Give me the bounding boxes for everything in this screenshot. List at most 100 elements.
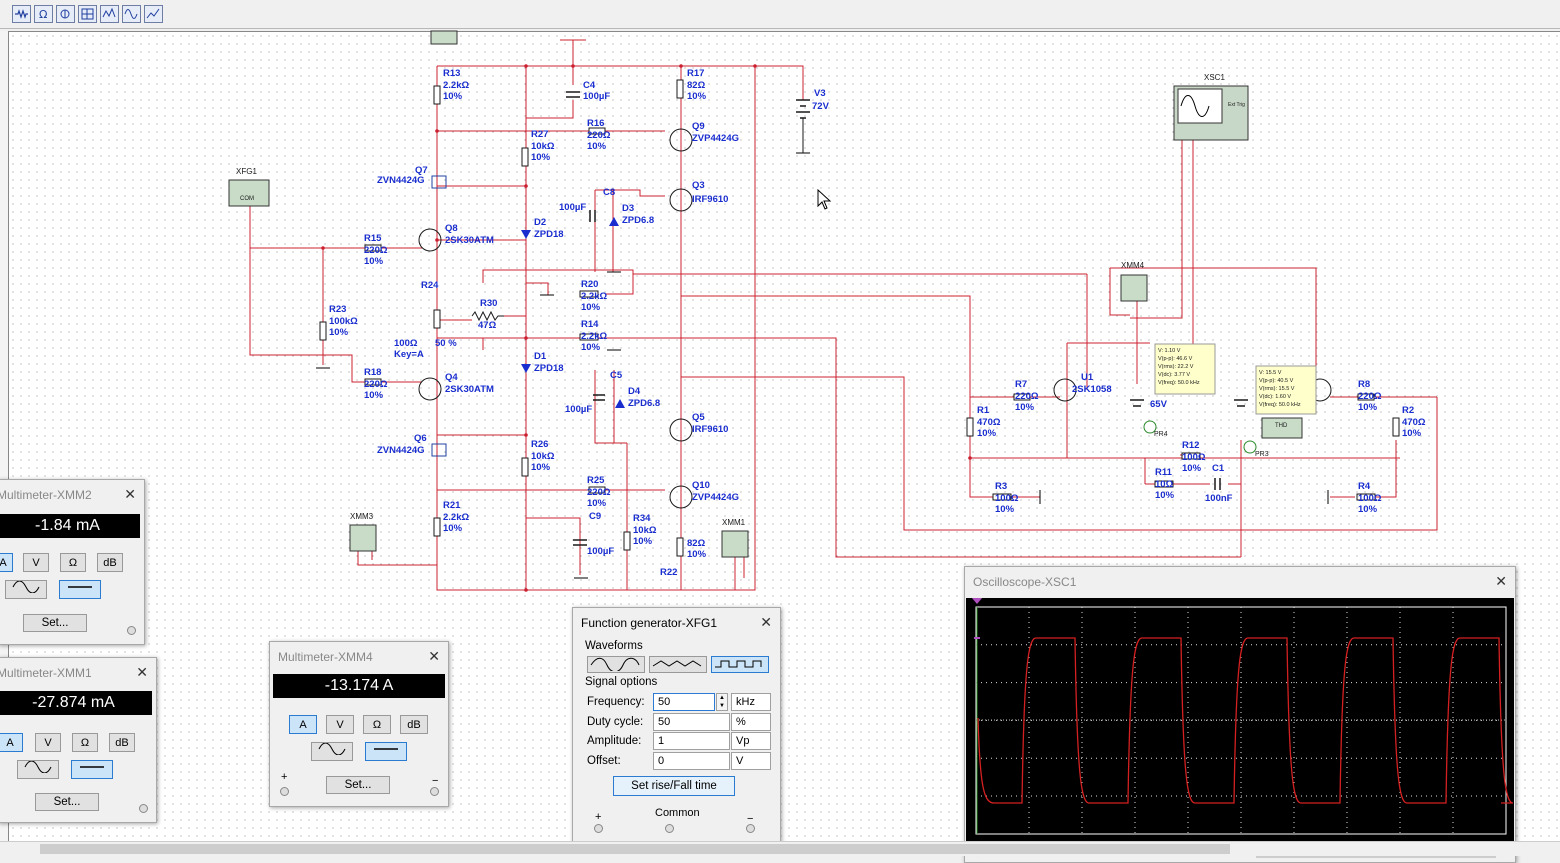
close-icon[interactable]: ✕ [136, 664, 148, 680]
window-title: Multimeter-XMM2 [0, 488, 92, 502]
ac-mode-button[interactable] [5, 580, 47, 599]
common-terminal[interactable] [665, 824, 674, 833]
mode-db-button[interactable]: dB [97, 553, 123, 572]
ac-sine-icon [12, 580, 40, 594]
dc-mode-button[interactable] [71, 760, 113, 779]
frequency-label: Frequency: [587, 696, 645, 708]
svg-text:V(dc): 3.77 V: V(dc): 3.77 V [1158, 372, 1190, 378]
set-button[interactable]: Set... [326, 776, 390, 794]
waveforms-label: Waveforms [585, 640, 643, 652]
duty-cycle-input[interactable]: 50 [653, 713, 730, 731]
offset-unit-select[interactable]: V [731, 752, 771, 770]
ac-sine-icon [318, 742, 346, 756]
component-id-r7: R7 [1015, 379, 1027, 390]
component-value-d4: ZPD6.8 [628, 398, 660, 409]
component-value-r21: 2.2kΩ [443, 512, 469, 523]
mode-ohm-button[interactable]: Ω [60, 553, 86, 572]
mode-volt-button[interactable]: V [23, 553, 49, 572]
mode-volt-button[interactable]: V [35, 733, 61, 752]
component-value-r30: 47Ω [478, 320, 497, 331]
square-wave-button[interactable] [711, 656, 769, 673]
component-tolerance-r12: 10% [1182, 463, 1202, 474]
canvas-horizontal-scrollbar[interactable] [0, 841, 1560, 856]
svg-text:COM: COM [240, 196, 254, 202]
svg-text:XSC1: XSC1 [1204, 73, 1225, 82]
xmm3-instrument[interactable]: XMM3 [349, 512, 377, 552]
offset-input[interactable]: 0 [653, 752, 730, 770]
mode-volt-button[interactable]: V [326, 715, 354, 734]
plus-terminal[interactable] [594, 824, 603, 833]
component-value-q5: IRF9610 [692, 424, 728, 435]
minus-terminal[interactable] [139, 804, 148, 813]
component-id-r34: R34 [633, 513, 651, 524]
channel-a-trace [977, 637, 1514, 804]
mode-ampere-button[interactable]: A [0, 733, 23, 752]
dc-mode-button[interactable] [59, 580, 101, 599]
component-id-r3: R3 [995, 481, 1007, 492]
ac-mode-button[interactable] [311, 742, 353, 761]
xmm1-instrument[interactable]: XMM1 [721, 518, 749, 558]
close-icon[interactable]: ✕ [1495, 573, 1507, 589]
multimeter-xmm1-window[interactable]: Multimeter-XMM1 ✕ -27.874 mA A V Ω dB Se… [0, 657, 157, 823]
plus-terminal[interactable] [280, 787, 289, 796]
mode-ohm-button[interactable]: Ω [72, 733, 98, 752]
oscilloscope-screen[interactable] [966, 598, 1514, 844]
trigger-marker-icon[interactable] [972, 598, 982, 604]
close-icon[interactable]: ✕ [124, 486, 136, 502]
chart-icon[interactable] [144, 5, 163, 23]
minus-terminal[interactable] [746, 824, 755, 833]
component-value-c9: 100µF [587, 546, 614, 557]
set-button[interactable]: Set... [23, 614, 87, 632]
minus-terminal[interactable] [430, 787, 439, 796]
dc-mode-button[interactable] [365, 742, 407, 761]
grid-icon[interactable] [78, 5, 97, 23]
mode-db-button[interactable]: dB [109, 733, 135, 752]
component-value-q3: IRF9610 [692, 194, 728, 205]
sine-wave-button[interactable] [587, 656, 645, 673]
mode-ampere-button[interactable]: A [289, 715, 317, 734]
omega-icon[interactable]: Ω [34, 5, 53, 23]
xmm2-instrument[interactable] [430, 30, 458, 45]
xmm4-instrument[interactable]: XMM4 [1120, 261, 1148, 302]
mode-db-button[interactable]: dB [400, 715, 428, 734]
function-generator-window[interactable]: Function generator-XFG1 ✕ Waveforms Sign… [572, 607, 781, 843]
multimeter-xmm2-window[interactable]: Multimeter-XMM2 ✕ -1.84 mA A V Ω dB Set.… [0, 479, 145, 645]
duty-cycle-unit: % [731, 713, 771, 731]
thd-analyzer[interactable]: THD [1261, 417, 1303, 439]
frequency-unit-select[interactable]: kHz [731, 693, 771, 711]
sine-wave-icon [590, 657, 640, 673]
triangle-wave-button[interactable] [649, 656, 707, 673]
svg-text:V: 15.5 V: V: 15.5 V [1259, 370, 1282, 376]
xfg1-instrument[interactable]: XFG1 COM [228, 167, 270, 207]
triangle-wave-icon [652, 660, 702, 667]
multimeter-xmm4-window[interactable]: Multimeter-XMM4 ✕ -13.174 A A V Ω dB Set… [269, 641, 449, 807]
close-icon[interactable]: ✕ [428, 648, 440, 664]
xsc1-instrument[interactable]: XSC1 Ext Trig [1173, 73, 1249, 141]
waveform-icon[interactable] [100, 5, 119, 23]
close-icon[interactable]: ✕ [760, 614, 772, 630]
probe-pr4[interactable]: PR4 V: 1.10 V V(p-p): 46.6 V V(rms): 22.… [1143, 343, 1216, 438]
svg-text:XMM3: XMM3 [350, 512, 374, 521]
dc-line-icon [68, 586, 92, 588]
amplitude-input[interactable]: 1 [653, 732, 730, 750]
component-value-q4: 2SK30ATM [445, 384, 494, 395]
minus-terminal[interactable] [127, 626, 136, 635]
amplitude-unit-select[interactable]: Vp [731, 732, 771, 750]
mode-ohm-button[interactable]: Ω [363, 715, 391, 734]
mouse-cursor-icon [817, 188, 832, 210]
probe-pr3[interactable]: PR3 V: 15.5 V V(p-p): 40.5 V V(rms): 15.… [1243, 365, 1317, 458]
set-rise-fall-time-button[interactable]: Set rise/Fall time [613, 776, 735, 796]
frequency-input[interactable]: 50 [653, 693, 715, 711]
svg-text:PR3: PR3 [1255, 451, 1269, 458]
resistor-icon[interactable] [12, 5, 31, 23]
mode-ampere-button[interactable]: A [0, 553, 13, 572]
scroll-thumb[interactable] [40, 844, 1230, 854]
set-button[interactable]: Set... [35, 793, 99, 811]
probe-icon[interactable] [56, 5, 75, 23]
component-id-q5: Q5 [692, 412, 705, 423]
ac-mode-button[interactable] [17, 760, 59, 779]
svg-text:V(p-p): 46.6 V: V(p-p): 46.6 V [1158, 356, 1193, 362]
sine-wave-icon[interactable] [122, 5, 141, 23]
frequency-spinner[interactable]: ▲▼ [716, 693, 728, 711]
oscilloscope-window[interactable]: Oscilloscope-XSC1 ✕ ◀ ▶ [964, 566, 1516, 863]
